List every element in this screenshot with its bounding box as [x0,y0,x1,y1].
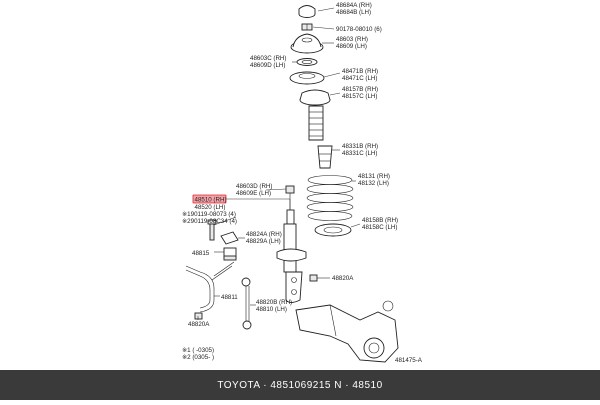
diagram-reference: 481475-A [395,357,423,364]
spring-seat-48471b [289,71,325,85]
label-48820b: 48820B (RH) [256,299,292,306]
bushing-48815 [223,247,237,261]
label-48603d: 48603D (RH) [236,183,272,190]
label-48471c: 48471C (LH) [342,75,377,82]
note-2: ※2 (0305- ) [182,354,214,361]
nut-90178 [301,23,313,31]
bearing-48603c [296,58,318,66]
label-48157b: 48157B (RH) [342,86,378,93]
label-48158b: 48158B (RH) [362,217,398,224]
label-48684a: 48684A (RH) [336,2,372,9]
label-48603: 48603 (RH) [336,36,368,43]
label-48684b: 48684B (LH) [336,9,371,16]
dust-boot-bellows [308,105,324,141]
bracket-48824a [220,231,239,245]
stabilizer-bar-48811 [185,261,235,313]
label-48609: 48609 (LH) [336,43,367,50]
label-90178: 90178-08010 (6) [336,26,382,33]
label-48824a: 48824A (RH) [246,231,282,238]
stabilizer-link-48820b [241,277,252,330]
label-48603c: 48603C (RH) [250,55,286,62]
label-48471b: 48471B (RH) [342,68,378,75]
label-48811: 48811 [221,294,238,301]
nut-48820a-low [194,312,203,320]
label-48131: 48131 (RH) [358,173,390,180]
leader-lines [197,7,361,320]
label-48829a: 48829A (LH) [246,238,281,245]
label-48820a-mid: 48820A [332,275,354,282]
footer-bar: TOYOTA · 4851069215 N · 48510 [0,370,600,400]
label-48520: 48520 (LH) [195,204,226,211]
bump-stop-48331b [317,145,333,169]
footer-part-info: TOYOTA · 4851069215 N · 48510 [217,379,383,391]
label-48510: 48510 (RH) [195,197,227,204]
label-48158c: 48158C (LH) [362,224,397,231]
label-48157c: 48157C (LH) [342,93,377,100]
label-48609e: 48609E (LH) [236,190,271,197]
support-48603 [290,33,324,54]
label-48810: 48810 (LH) [256,306,287,313]
nut-48820a-mid [309,274,318,282]
note-1: ※1 ( -0305) [182,347,214,354]
steering-knuckle [295,300,399,363]
spring-insulator-48157b [299,89,331,106]
label-48815: 48815 [192,250,210,257]
label-48331b: 48331B (RH) [342,143,378,150]
strut-48510 [276,185,307,303]
label-90119-b: ※290119-08C34 (4) [182,218,237,225]
lower-insulator-48158b [314,223,352,237]
bolt-90119 [207,219,217,241]
label-48609d: 48609D (LH) [250,62,285,69]
label-48331c: 48331C (LH) [342,150,377,157]
label-48132: 48132 (LH) [358,180,389,187]
label-48820a-low: 48820A [188,321,210,328]
dust-cap-48684 [298,5,316,18]
label-90119-a: ※190119-08073 (4) [182,211,236,218]
coil-spring-48131 [306,175,354,221]
